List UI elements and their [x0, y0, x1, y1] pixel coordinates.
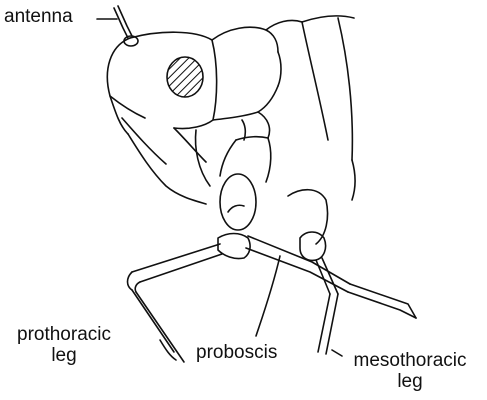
mesothoracic-label-line1: mesothoracic: [336, 350, 484, 371]
mesothoracic-label-line2: leg: [336, 371, 484, 392]
mesothoracic-leg-label: mesothoracic leg: [336, 350, 484, 392]
antenna-shape: [97, 6, 138, 46]
antenna-label: antenna: [4, 6, 73, 27]
prothoracic-label-line1: prothoracic: [4, 324, 124, 345]
head-capsule: [107, 32, 216, 204]
prothoracic-label-line2: leg: [4, 345, 124, 366]
proboscis-label: proboscis: [196, 342, 277, 363]
mouthparts: [174, 128, 271, 230]
thorax-segments: [212, 16, 355, 200]
compound-eye: [167, 57, 203, 97]
prothoracic-leg-label: prothoracic leg: [4, 324, 124, 366]
